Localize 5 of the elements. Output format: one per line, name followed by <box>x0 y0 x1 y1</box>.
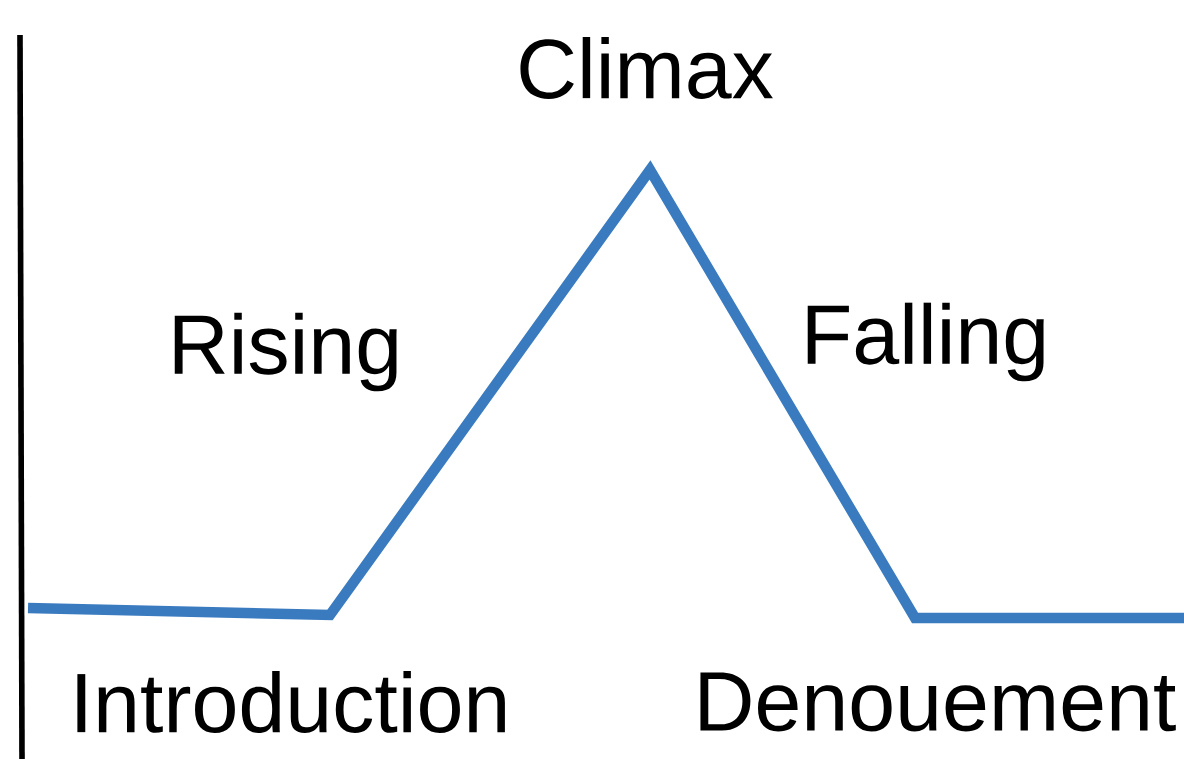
stage-label: Rising <box>174 312 397 392</box>
stage-label: Denouement <box>700 672 1176 732</box>
stage-label: Introduction <box>77 671 505 733</box>
stage-label: Falling <box>807 302 1044 382</box>
stage-label: Climax <box>520 37 773 99</box>
